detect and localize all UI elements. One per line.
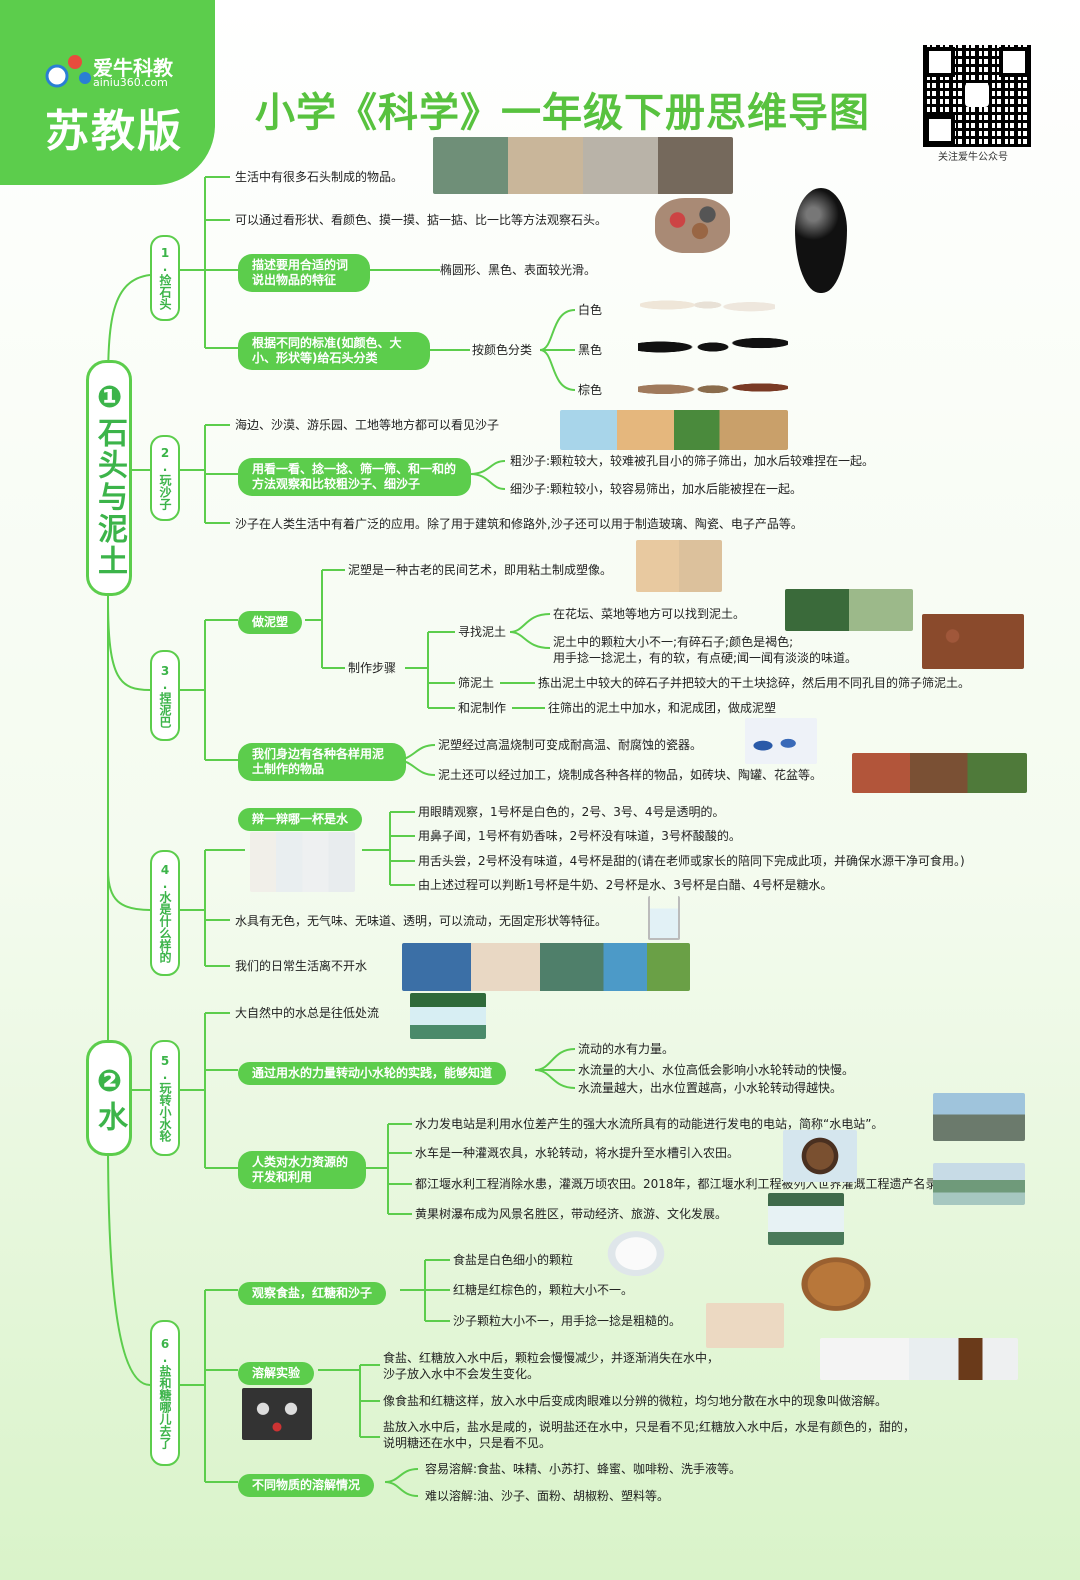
l1-pill-describe: 描述要用合适的词说出物品的特征 — [238, 254, 370, 292]
salt-photo — [600, 1225, 672, 1277]
l4-text-1: 用眼睛观察，1号杯是白色的，2号、3号、4号是透明的。 — [418, 804, 725, 820]
l3-text-4: 泥土还可以经过加工，烧制成各种各样的物品，如砖块、陶罐、花盆等。 — [438, 767, 822, 783]
l5-pill-wheel: 通过用水的力量转动小水轮的实践，能够知道 — [238, 1062, 506, 1085]
dam-photo — [933, 1093, 1025, 1141]
l3-step-find-c: 用手捻一捻泥土，有的软，有点硬;闻一闻有淡淡的味道。 — [553, 650, 857, 666]
l3-step-sieve-a: 拣出泥土中较大的碎石子并把较大的干土块捻碎，然后用不同孔目的筛子筛泥土。 — [538, 675, 970, 691]
lesson-4: 4.水是什么样的 — [150, 850, 180, 976]
waterwheel-photo — [783, 1130, 857, 1182]
pebbles-photo — [655, 198, 730, 253]
l5-text-4: 水流量越大，出水位置越高，小水轮转动得越快。 — [578, 1080, 842, 1096]
l6-pill-solubility: 不同物质的溶解情况 — [238, 1474, 374, 1497]
l6-text-3: 沙子颗粒大小不一，用手捻一捻是粗糙的。 — [453, 1313, 681, 1329]
l2-text-4: 沙子在人类生活中有着广泛的应用。除了用于建筑和修路外,沙子还可以用于制造玻璃、陶… — [235, 516, 803, 532]
unit-water: ❷水 — [86, 1040, 132, 1156]
white-stones-photo — [640, 288, 775, 322]
daily-water-photos — [402, 943, 690, 991]
porcelain-photo — [745, 718, 817, 764]
l1-color-white: 白色 — [578, 302, 602, 318]
lesson-6: 6.盐和糖哪儿去了 — [150, 1320, 180, 1466]
l2-text-1: 海边、沙漠、游乐园、工地等地方都可以看见沙子 — [235, 417, 499, 433]
l4-text-3: 用舌头尝，2号杯没有味道，4号杯是甜的(请在老师或家长的陪同下完成此项，并确保水… — [418, 853, 965, 869]
soil-photo — [922, 614, 1024, 669]
l6-text-8: 难以溶解:油、沙子、面粉、胡椒粉、塑料等。 — [425, 1488, 669, 1504]
l1-pill-classify: 根据不同的标准(如颜色、大小、形状等)给石头分类 — [238, 332, 430, 370]
l6-text-2: 红糖是红棕色的，颗粒大小不一。 — [453, 1282, 633, 1298]
unit-stone-soil: ❶石头与泥土 — [86, 360, 132, 596]
l3-step-find-b: 泥土中的颗粒大小不一;有碎石子;颜色是褐色; — [553, 634, 793, 650]
l6-text-7: 容易溶解:食盐、味精、小苏打、蜂蜜、咖啡粉、洗手液等。 — [425, 1461, 741, 1477]
l3-text-1: 泥塑是一种古老的民间艺术，即用粘土制成塑像。 — [348, 562, 612, 578]
cups-photo — [250, 832, 355, 892]
l6-pill-observe: 观察食盐，红糖和沙子 — [238, 1282, 386, 1305]
l5-text-1: 大自然中的水总是往低处流 — [235, 1005, 379, 1021]
l1-text-2: 可以通过看形状、看颜色、摸一摸、掂一掂、比一比等方法观察石头。 — [235, 212, 607, 228]
l6-pill-dissolve: 溶解实验 — [238, 1362, 314, 1385]
l3-step-find: 寻找泥土 — [458, 624, 506, 640]
l1-color-brown: 棕色 — [578, 382, 602, 398]
l1-text-4: 按颜色分类 — [472, 342, 532, 358]
l4-text-2: 用鼻子闻，1号杯有奶香味，2号杯没有味道，3号杯酸酸的。 — [418, 828, 741, 844]
l4-text-6: 我们的日常生活离不开水 — [235, 958, 367, 974]
l4-pill-which-water: 辩一辩哪一杯是水 — [238, 808, 362, 831]
dujiangyan-photo — [933, 1163, 1025, 1205]
l1-text-1: 生活中有很多石头制成的物品。 — [235, 169, 403, 185]
sand-photo — [706, 1303, 784, 1348]
l2-text-coarse: 粗沙子:颗粒较大，较难被孔目小的筛子筛出，加水后较难捏在一起。 — [510, 453, 874, 469]
l2-pill-observe: 用看一看、捻一捻、筛一筛、和一和的方法观察和比较粗沙子、细沙子 — [238, 458, 471, 496]
l3-text-3: 泥塑经过高温烧制可变成耐高温、耐腐蚀的瓷器。 — [438, 737, 702, 753]
l5-text-7: 都江堰水利工程消除水患，灌溉万顷农田。2018年，都江堰水利工程被列入世界灌溉工… — [415, 1176, 950, 1192]
huangguoshu-photo — [768, 1193, 844, 1245]
lesson-5: 5.玩转小水轮 — [150, 1040, 180, 1156]
l5-text-3: 水流量的大小、水位高低会影响小水轮转动的快慢。 — [578, 1062, 854, 1078]
lesson-3: 3.捏泥巴 — [150, 650, 180, 741]
solution-cups-photo — [820, 1338, 1018, 1380]
garden-photos — [785, 589, 913, 631]
l6-text-5: 像食盐和红糖这样，放入水中后变成肉眼难以分辨的微粒，均匀地分散在水中的现象叫做溶… — [383, 1393, 887, 1409]
l6-text-4a: 食盐、红糖放入水中后，颗粒会慢慢减少，并逐渐消失在水中， — [383, 1350, 719, 1366]
lesson-1: 1.捡石头 — [150, 235, 180, 321]
l3-pill-objects: 我们身边有各种各样用泥土制作的物品 — [238, 743, 406, 781]
black-stones-photo — [638, 325, 788, 365]
l5-text-2: 流动的水有力量。 — [578, 1041, 674, 1057]
dissolve-experiment-photo — [242, 1388, 312, 1440]
l5-pill-hydro: 人类对水力资源的开发和利用 — [238, 1151, 366, 1189]
glass-photo — [648, 896, 680, 940]
l3-pill-clay: 做泥塑 — [238, 611, 302, 634]
l4-text-5: 水具有无色，无气味、无味道、透明，可以流动，无固定形状等特征。 — [235, 913, 607, 929]
l4-text-4: 由上述过程可以判断1号杯是牛奶、2号杯是水、3号杯是白醋、4号杯是糖水。 — [418, 877, 833, 893]
l5-text-8: 黄果树瀑布成为风景名胜区，带动经济、旅游、文化发展。 — [415, 1206, 727, 1222]
l3-step-mix: 和泥制作 — [458, 700, 506, 716]
l5-text-6: 水车是一种灌溉农具，水轮转动，将水提升至水槽引入农田。 — [415, 1145, 739, 1161]
l1-text-3: 椭圆形、黑色、表面较光滑。 — [440, 262, 596, 278]
stone-objects-photos — [433, 137, 733, 194]
sand-places-photos — [560, 410, 788, 450]
brown-stones-photo — [638, 370, 788, 405]
l3-step-find-a: 在花坛、菜地等地方可以找到泥土。 — [553, 606, 745, 622]
lesson-2: 2.玩沙子 — [150, 435, 180, 521]
waterfall-photo — [410, 993, 486, 1039]
l3-step-sieve: 筛泥土 — [458, 675, 494, 691]
l3-step-mix-a: 往筛出的泥土中加水，和泥成团，做成泥塑 — [548, 700, 776, 716]
l6-text-6a: 盐放入水中后，盐水是咸的，说明盐还在水中，只是看不见;红糖放入水中后，水是有颜色… — [383, 1419, 915, 1435]
l6-text-4b: 沙子放入水中不会发生变化。 — [383, 1366, 539, 1382]
brown-sugar-photo — [792, 1250, 880, 1312]
clay-figures-photo — [636, 540, 722, 592]
l2-text-fine: 细沙子:颗粒较小，较容易筛出，加水后能被捏在一起。 — [510, 481, 802, 497]
l6-text-1: 食盐是白色细小的颗粒 — [453, 1252, 573, 1268]
l6-text-6b: 说明糖还在水中，只是看不见。 — [383, 1435, 551, 1451]
bricks-pots-photos — [852, 753, 1027, 793]
l3-text-steps: 制作步骤 — [348, 660, 396, 676]
l1-color-black: 黑色 — [578, 342, 602, 358]
